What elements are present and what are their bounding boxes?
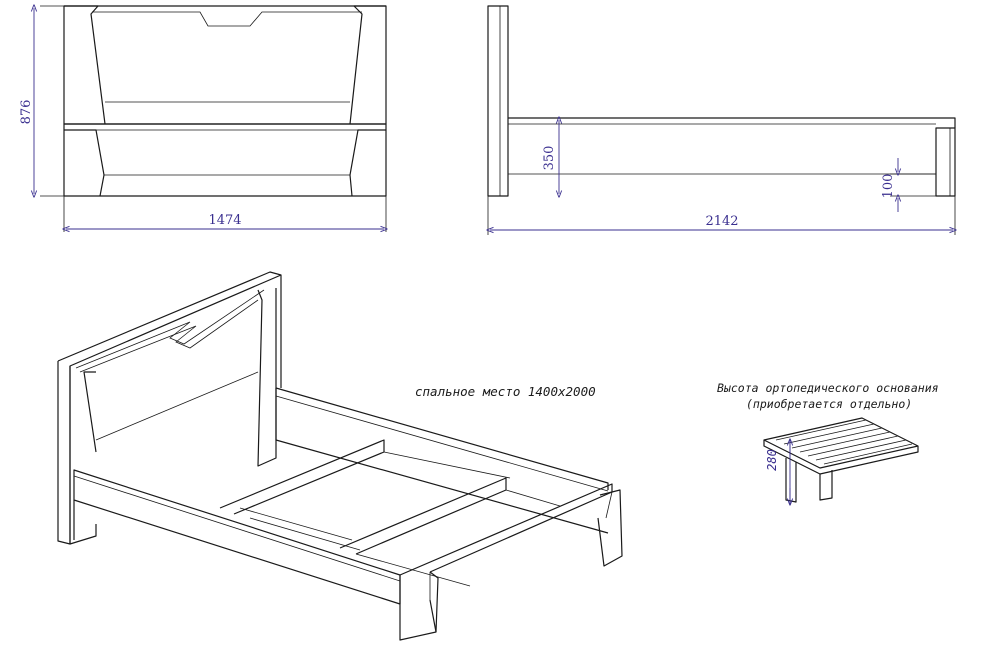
side-view: 350 100 2142 [488,5,955,235]
dim-side-leg-height: 100 [881,174,896,199]
orthopedic-base-view: 280 [763,417,919,504]
dim-base-height: 280 [765,449,779,471]
base-sold-separately-label: (приобретается отдельно) [746,397,912,411]
sleeping-place-label: спальное место 1400х2000 [415,384,596,399]
isometric-view [57,271,623,641]
front-view: 876 1474 [19,6,386,232]
dim-front-width: 1474 [208,213,241,228]
dim-side-length: 2142 [705,214,738,229]
base-height-label: Высота ортопедического основания [717,381,939,395]
dim-front-height: 876 [19,100,34,125]
dim-side-frame-height: 350 [542,146,557,171]
